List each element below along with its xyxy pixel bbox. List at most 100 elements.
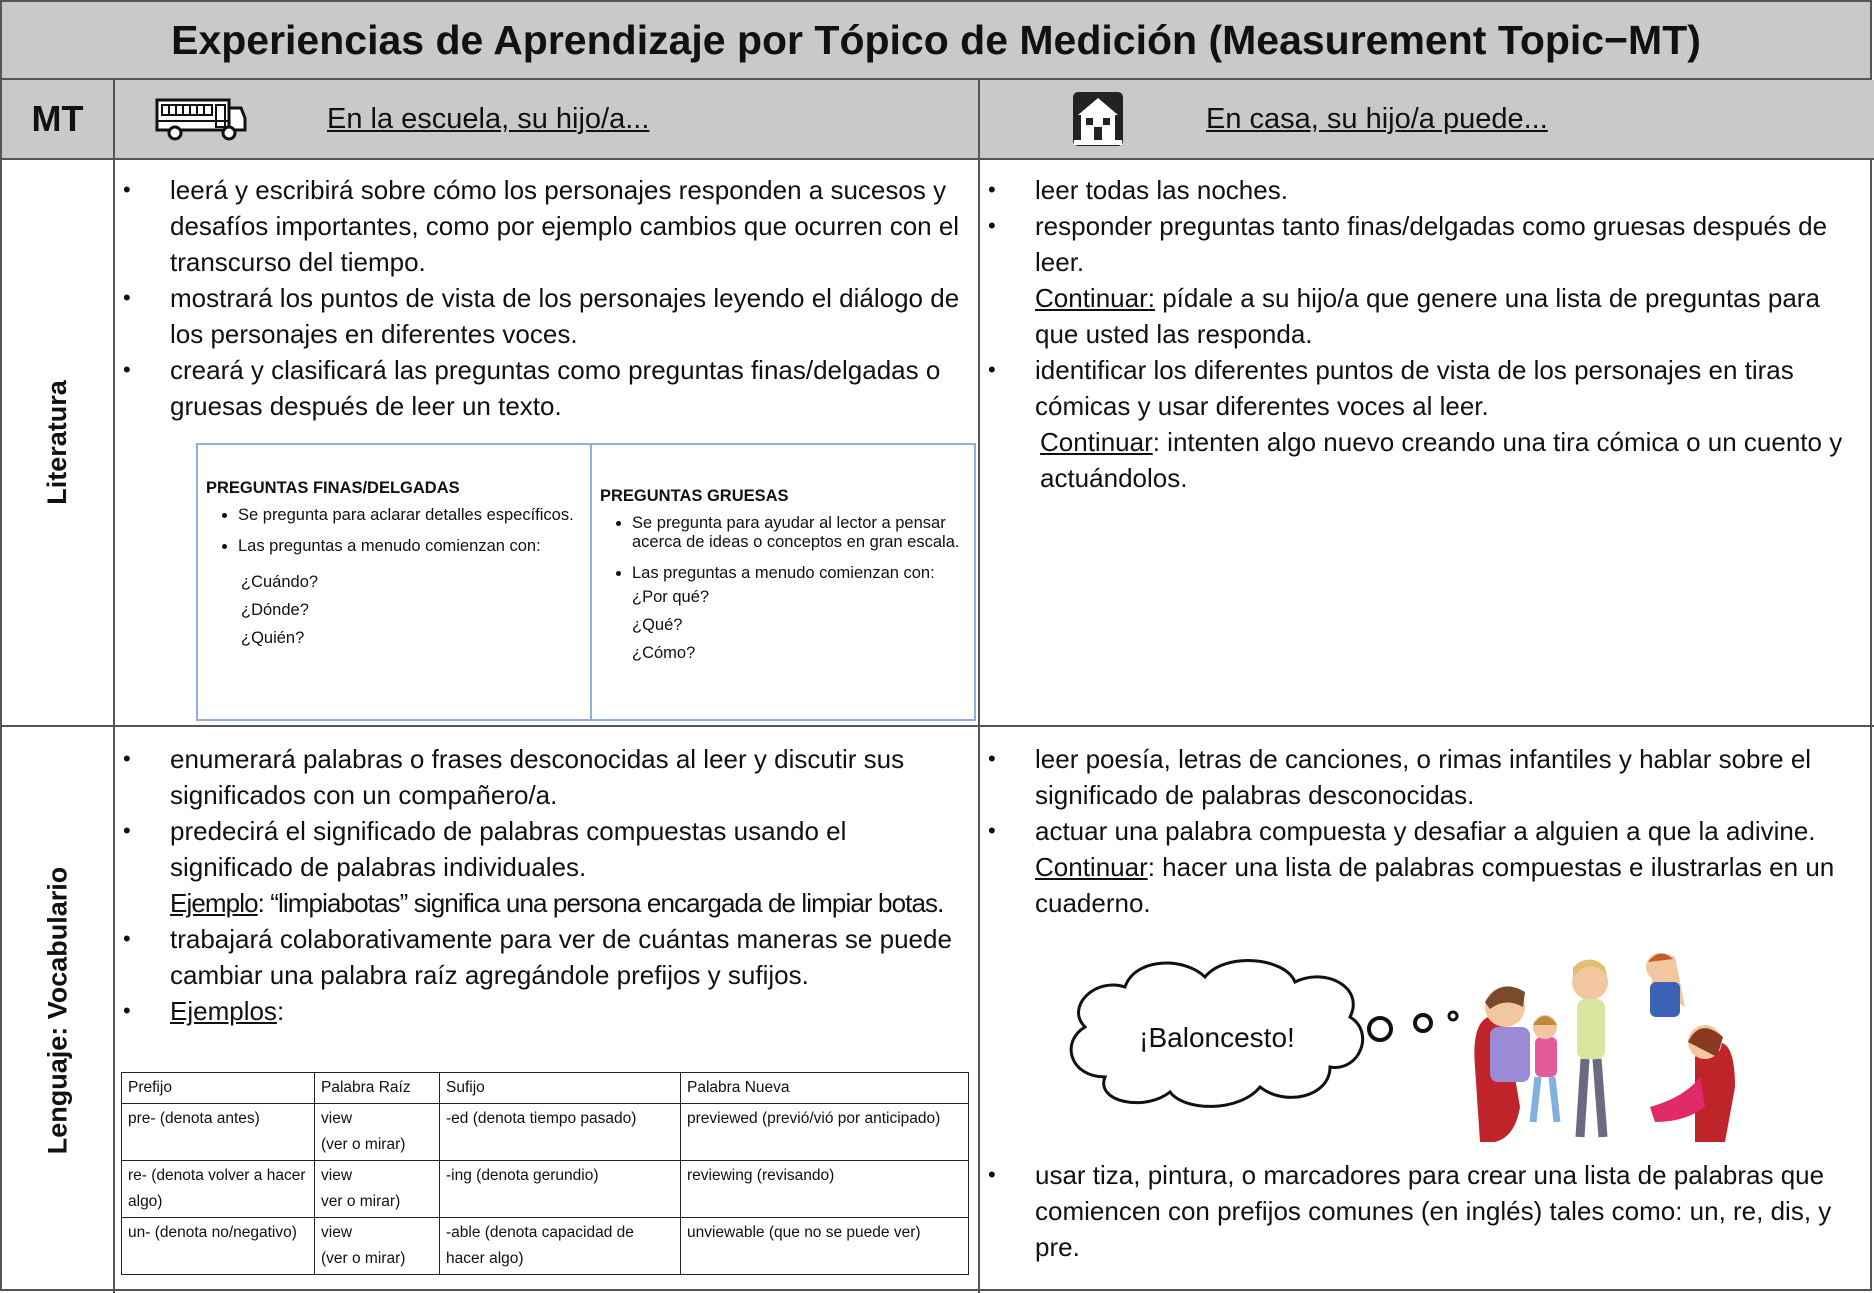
list-item: Las preguntas a menudo comienzan con: — [238, 537, 580, 556]
continue-note: Continuar: hacer una lista de palabras c… — [980, 849, 1860, 921]
list-item-colon: : — [276, 996, 285, 1026]
school-bus-icon — [155, 98, 247, 141]
page-title: Experiencias de Aprendizaje por Tópico d… — [2, 2, 1870, 80]
question-word: ¿Qué? — [632, 616, 683, 634]
list-item-text: leerá y escribirá sobre cómo los persona… — [170, 175, 960, 277]
table-cell: previewed (previó/vió por anticipado) — [680, 1103, 969, 1161]
school-column-header: En la escuela, su hijo/a... — [115, 80, 980, 160]
vocabulario-home-list-2: •usar tiza, pintura, o marcadores para c… — [980, 1157, 1860, 1265]
question-word: ¿Cómo? — [632, 644, 696, 662]
thought-dot — [1447, 1010, 1459, 1022]
literatura-home-cell: •leer todas las noches. •responder pregu… — [980, 160, 1874, 727]
list-item: •responder preguntas tanto finas/delgada… — [988, 211, 1828, 277]
continue-note: Continuar: pídale a su hijo/a que genere… — [980, 280, 1860, 352]
table-cell: -able (denota capacidad de hacer algo) — [439, 1217, 681, 1275]
literatura-school-cell: •leerá y escribirá sobre cómo los person… — [115, 160, 980, 727]
continue-text: pídale a su hijo/a que genere una lista … — [1035, 283, 1820, 349]
thought-dot — [1413, 1013, 1433, 1033]
table-cell: pre- (denota antes) — [121, 1103, 315, 1161]
table-row: re- (denota volver a hacer algo) view ve… — [121, 1160, 969, 1218]
list-item: •actuar una palabra compuesta y desafiar… — [988, 816, 1816, 846]
question-word: ¿Cuándo? — [241, 573, 319, 591]
table-cell: -ing (denota gerundio) — [439, 1160, 681, 1218]
list-item: •leer todas las noches. — [988, 175, 1288, 205]
home-column-title: En casa, su hijo/a puede... — [1206, 102, 1548, 135]
continue-label: Continuar — [1040, 427, 1153, 457]
home-column-header: En casa, su hijo/a puede... — [980, 80, 1874, 160]
row-label-vocabulario: Lenguaje: Vocabulario — [2, 727, 115, 1293]
list-item-text: predecirá el significado de palabras com… — [170, 816, 847, 882]
thin-questions-panel: PREGUNTAS FINAS/DELGADAS Se pregunta par… — [198, 445, 592, 719]
list-item: •creará y clasificará las preguntas como… — [123, 355, 941, 421]
list-item-text: identificar los diferentes puntos de vis… — [1035, 355, 1794, 421]
literatura-home-list: •leer todas las noches. •responder pregu… — [980, 172, 1860, 496]
list-item-text: enumerará palabras o frases desconocidas… — [170, 744, 905, 810]
question-word: ¿Por qué? — [632, 588, 710, 606]
vocabulario-home-list: •leer poesía, letras de canciones, o rim… — [980, 741, 1860, 921]
charades-illustration: ¡Baloncesto! — [1069, 953, 1735, 1142]
affix-table: Prefijo Palabra Raíz Sufijo Palabra Nuev… — [121, 1072, 969, 1275]
list-item-text: trabajará colaborativamente para ver de … — [170, 924, 952, 990]
list-item: •mostrará los puntos de vista de los per… — [123, 283, 960, 349]
continue-label: Continuar: — [1035, 283, 1155, 313]
example-label: Ejemplo — [170, 888, 259, 918]
question-types-box: PREGUNTAS FINAS/DELGADAS Se pregunta par… — [196, 443, 976, 721]
vocabulario-home-cell: •leer poesía, letras de canciones, o rim… — [980, 727, 1874, 1293]
list-item-text: actuar una palabra compuesta y desafiar … — [1035, 816, 1816, 846]
thick-questions-heading: PREGUNTAS GRUESAS — [600, 487, 789, 505]
continue-text: : hacer una lista de palabras compuestas… — [1035, 852, 1835, 918]
table-cell: view (ver o mirar) — [314, 1217, 440, 1275]
table-cell: view ver o mirar) — [314, 1160, 440, 1218]
list-item: •enumerará palabras o frases desconocida… — [123, 744, 905, 810]
continue-label: Continuar — [1035, 852, 1148, 882]
table-cell: -ed (denota tiempo pasado) — [439, 1103, 681, 1161]
list-item-text: mostrará los puntos de vista de los pers… — [170, 283, 960, 349]
list-item: •leer poesía, letras de canciones, o rim… — [988, 744, 1812, 810]
continue-note: Continuar: intenten algo nuevo creando u… — [980, 424, 1860, 496]
house-icon — [1073, 92, 1123, 146]
thought-bubble — [1069, 959, 1365, 1108]
table-row: pre- (denota antes) view (ver o mirar) -… — [121, 1103, 969, 1161]
list-item-text: creará y clasificará las preguntas como … — [170, 355, 941, 421]
list-item-text: leer poesía, letras de canciones, o rima… — [1035, 744, 1812, 810]
example-note: Ejemplo: “limpiabotas” significa una per… — [115, 885, 965, 921]
list-item: •leerá y escribirá sobre cómo los person… — [123, 175, 960, 277]
thick-question-words: ¿Por qué? ¿Qué? ¿Cómo? — [600, 583, 964, 667]
list-item: •identificar los diferentes puntos de vi… — [988, 355, 1794, 421]
vocabulario-school-cell: •enumerará palabras o frases desconocida… — [115, 727, 980, 1293]
list-item-text: Ejemplos — [170, 996, 277, 1026]
school-column-title: En la escuela, su hijo/a... — [327, 102, 650, 135]
table-cell: reviewing (revisando) — [680, 1160, 969, 1218]
table-header-cell: Sufijo — [439, 1072, 681, 1104]
example-text: : “limpiabotas” significa una persona en… — [257, 888, 945, 918]
table-header-row: Prefijo Palabra Raíz Sufijo Palabra Nuev… — [121, 1072, 969, 1104]
row-label-literatura: Literatura — [2, 160, 115, 727]
list-item: •Ejemplos: — [123, 996, 285, 1026]
table-cell: re- (denota volver a hacer algo) — [121, 1160, 315, 1218]
question-word: ¿Quién? — [241, 629, 305, 647]
table-header-cell: Palabra Raíz — [314, 1072, 440, 1104]
literatura-school-list: •leerá y escribirá sobre cómo los person… — [115, 172, 965, 424]
table-header-cell: Prefijo — [121, 1072, 315, 1104]
list-item-text: usar tiza, pintura, o marcadores para cr… — [1035, 1160, 1832, 1262]
list-item-text: leer todas las noches. — [1035, 175, 1288, 205]
question-word: ¿Dónde? — [241, 601, 309, 619]
row-label-text: Literatura — [42, 380, 73, 505]
list-item: •predecirá el significado de palabras co… — [123, 816, 847, 882]
table-cell: view (ver o mirar) — [314, 1103, 440, 1161]
list-item: Se pregunta para ayudar al lector a pens… — [632, 514, 964, 552]
thin-questions-heading: PREGUNTAS FINAS/DELGADAS — [206, 479, 460, 497]
list-item: Las preguntas a menudo comienzan con: — [632, 564, 964, 583]
list-item: Se pregunta para aclarar detalles especí… — [238, 506, 580, 525]
row-label-text: Lenguaje: Vocabulario — [42, 866, 72, 1154]
list-item: •usar tiza, pintura, o marcadores para c… — [988, 1160, 1832, 1262]
people-playing-charades — [1474, 953, 1735, 1142]
table-header-cell: Palabra Nueva — [680, 1072, 969, 1104]
mt-column-header: MT — [2, 80, 115, 160]
thought-dot — [1367, 1016, 1393, 1042]
list-item-text: responder preguntas tanto finas/delgadas… — [1035, 211, 1828, 277]
vocabulario-school-list: •enumerará palabras o frases desconocida… — [115, 741, 965, 1029]
continue-text: : intenten algo nuevo creando una tira c… — [1040, 427, 1843, 493]
table-cell: un- (denota no/negativo) — [121, 1217, 315, 1275]
